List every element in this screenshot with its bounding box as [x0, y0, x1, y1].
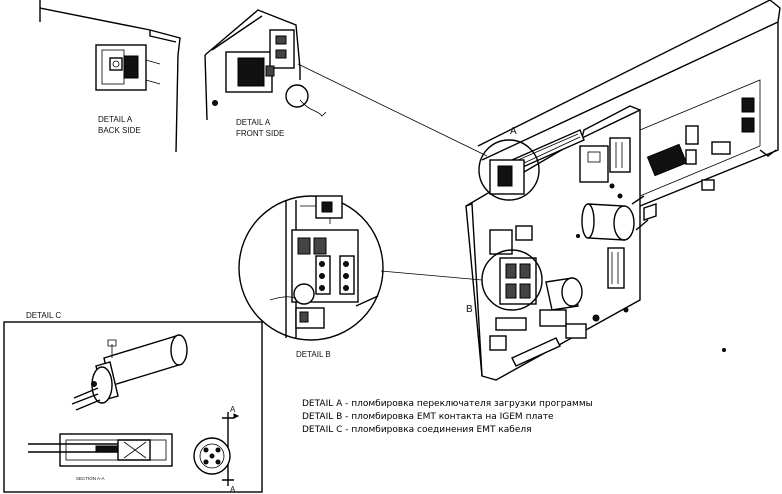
main-board-assembly [465, 0, 781, 381]
detail-a-back-label-line1: DETAIL A [98, 115, 133, 124]
detail-a-front-label-line1: DETAIL A [236, 118, 271, 127]
section-mark-a-top: A [230, 405, 236, 414]
detail-c-frame [3, 321, 263, 493]
detail-b-leader-line [380, 270, 483, 281]
callout-a-letter: A [510, 126, 517, 137]
section-caption: SECTION A-A [76, 476, 105, 481]
detail-a-front-side-drawing [204, 9, 327, 121]
detail-a-leader-line [297, 63, 488, 157]
detail-a-front-label-line2: FRONT SIDE [236, 129, 284, 138]
detail-c-drawing [28, 334, 240, 486]
legend-line-detail-a: DETAIL A - пломбировка переключателя заг… [302, 399, 593, 409]
detail-c-label: DETAIL C [26, 311, 61, 320]
legend-line-detail-c: DETAIL C - пломбировка соединения EMT ка… [302, 425, 532, 435]
callout-a-circle [478, 139, 540, 201]
callout-b-letter: B [466, 304, 473, 315]
detail-b-drawing [238, 195, 384, 341]
detail-a-back-label-line2: BACK SIDE [98, 126, 141, 135]
legend-line-detail-b: DETAIL B - пломбировка EMT контакта на I… [302, 412, 554, 422]
section-mark-a-bottom: A [230, 485, 236, 494]
detail-a-back-side-drawing [39, 0, 181, 153]
detail-b-label: DETAIL B [296, 350, 331, 359]
